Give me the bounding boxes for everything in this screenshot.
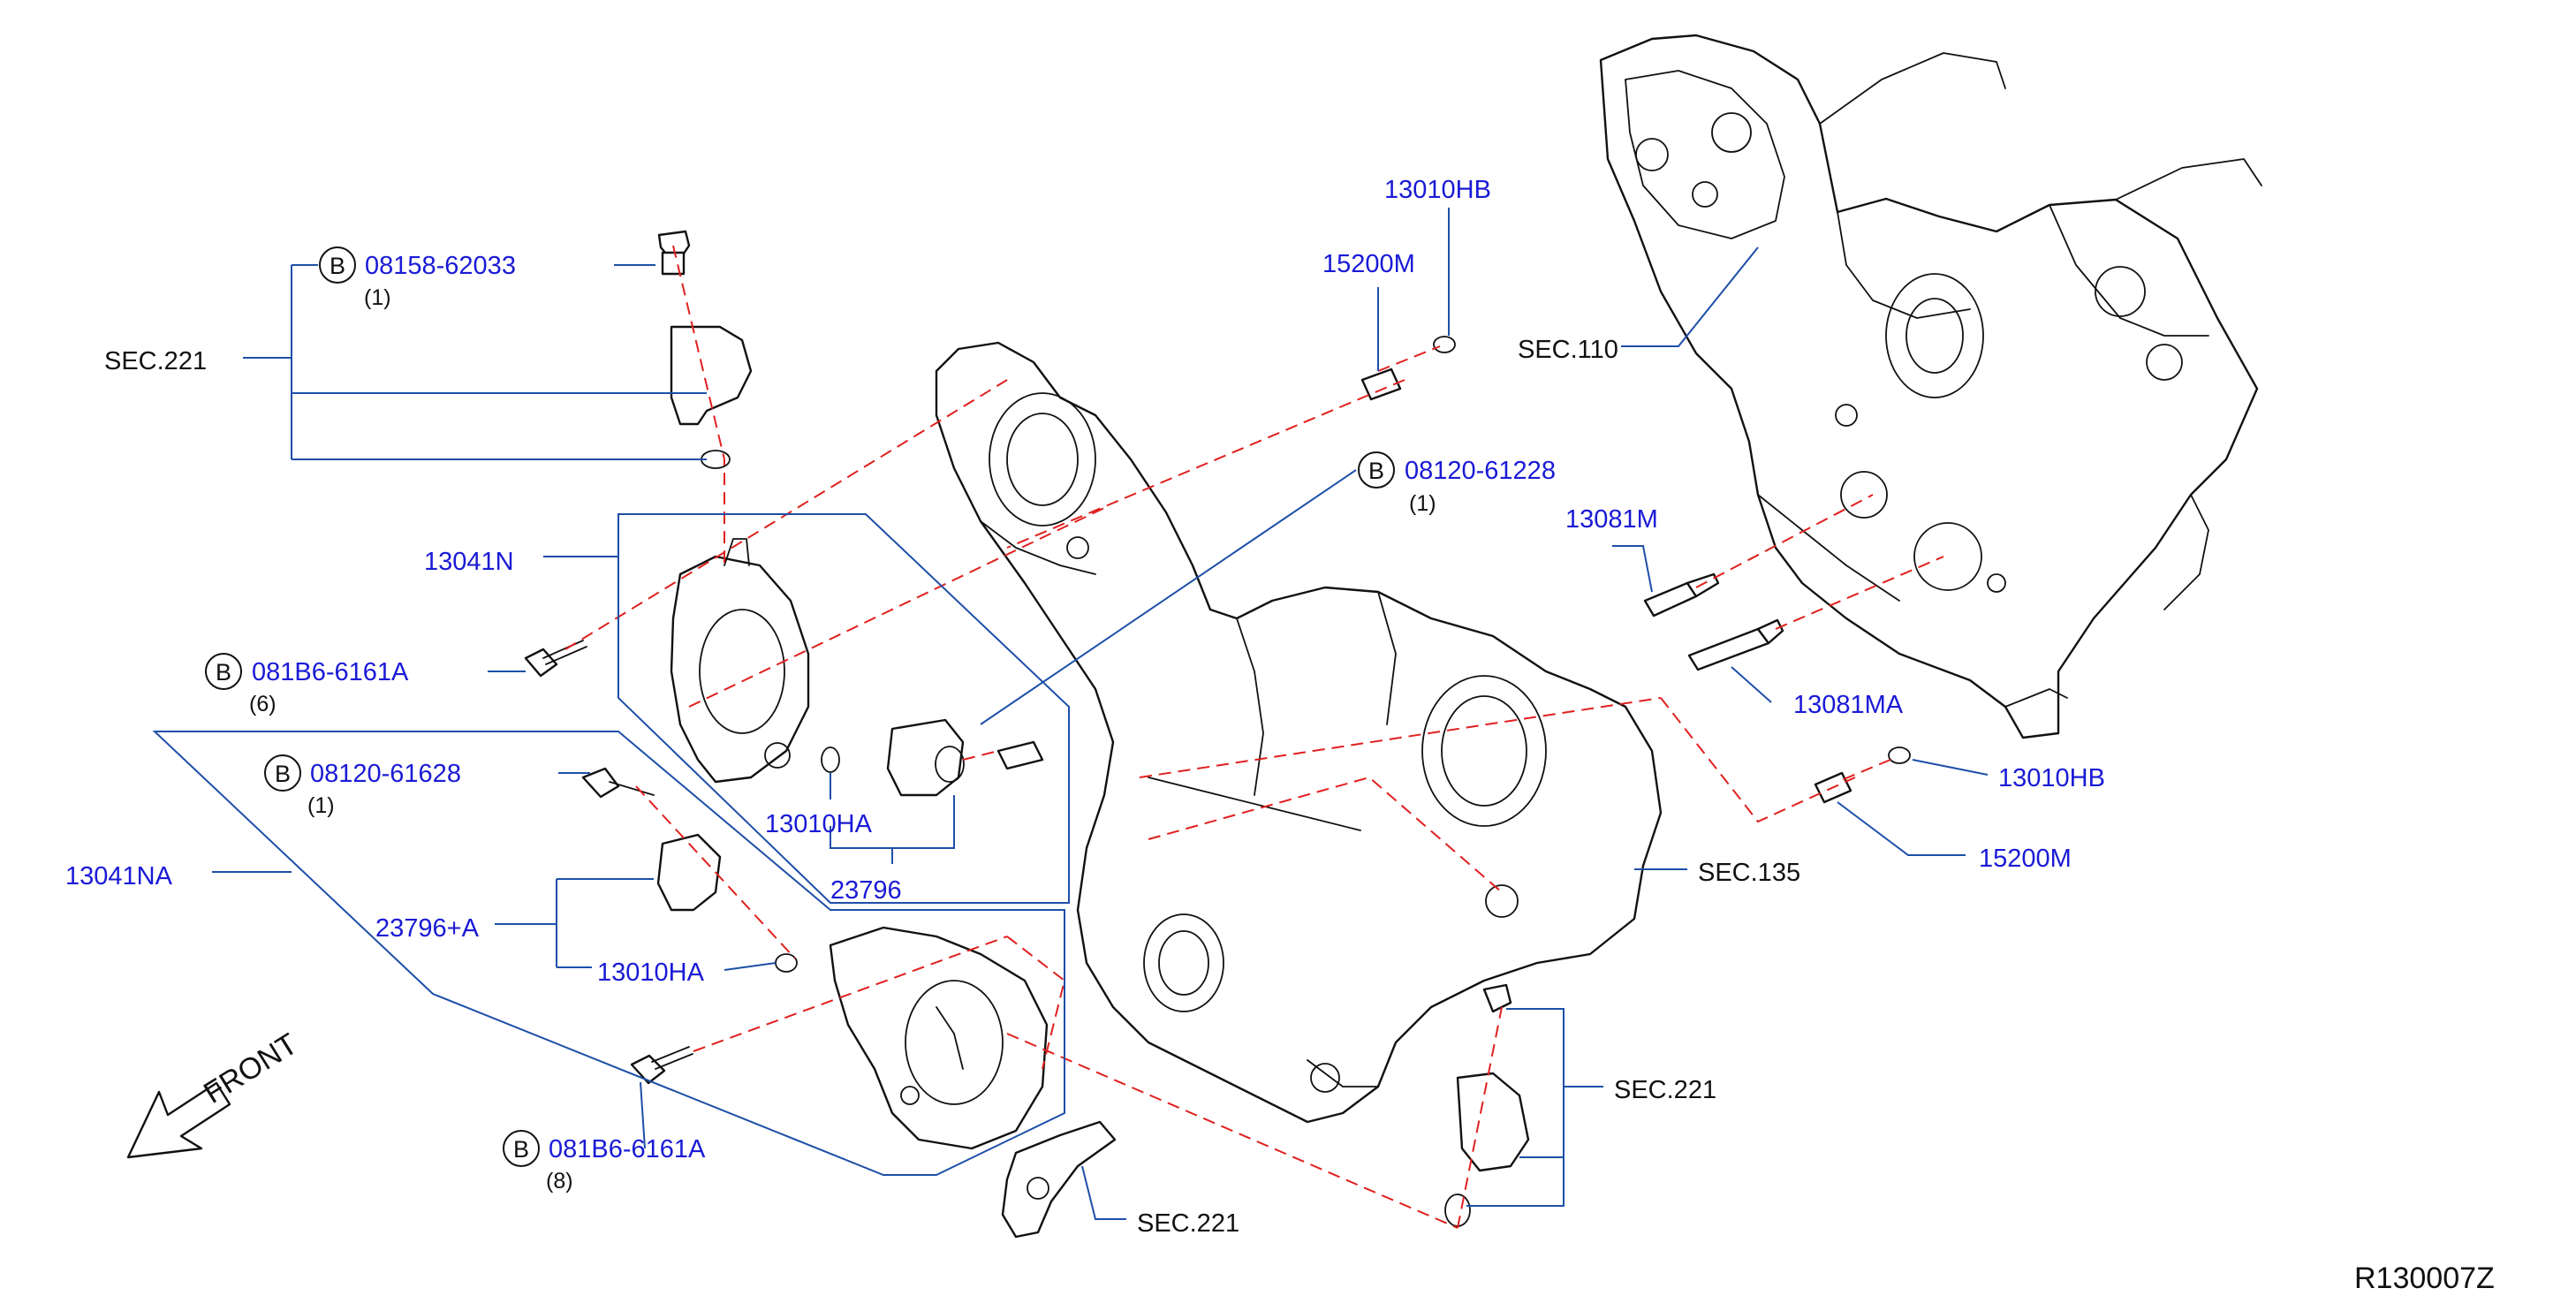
quantity-label: (1) [364,285,391,310]
part-number-labels: 13010HB 15200M 13041N 13010HA 23796 1304… [65,176,2105,987]
callout-08120-61628[interactable]: B 08120-61628 (1) [264,754,461,818]
assembly-dashed-lines [564,245,1944,1229]
timing-cover-drawing [935,341,1663,1124]
part-number-label[interactable]: 08120-61228 [1405,457,1556,485]
sec-221-left[interactable]: SEC.221 [104,347,207,375]
diagram-code: R130007Z [2354,1262,2495,1295]
sec-221-bottom[interactable]: SEC.221 [1137,1209,1239,1238]
part-13010HA-upper[interactable]: 13010HA [765,810,873,838]
part-13081MA[interactable]: 13081MA [1793,691,1904,719]
part-15200M-top[interactable]: 15200M [1322,250,1415,278]
part-13081M[interactable]: 13081M [1565,505,1658,534]
part-number-label[interactable]: 08120-61628 [310,760,461,788]
part-13010HA-lower[interactable]: 13010HA [597,959,705,987]
part-number-label[interactable]: 081B6-6161A [549,1135,706,1163]
bolt-upper-drawing [524,640,587,678]
front-label: FRONT [198,1027,303,1110]
crank-sensor-drawing [1001,1120,1117,1239]
part-13010HB-top[interactable]: 13010HB [1384,176,1491,204]
parts-illustration [126,34,2262,1239]
callout-081B6-6161A-six[interactable]: B 081B6-6161A (6) [205,653,409,716]
section-reference-labels: SEC.221 SEC.110 SEC.135 SEC.221 SEC.221 [104,336,1800,1238]
part-13041N[interactable]: 13041N [424,548,514,576]
plugs-drawing [1360,336,1911,804]
callout-081B6-6161A-eight[interactable]: B 081B6-6161A (8) [503,1130,706,1194]
sec-135[interactable]: SEC.135 [1698,859,1800,887]
solenoid-lower-drawing [581,767,798,973]
badge-letter: B [513,1136,529,1163]
sec-221-right[interactable]: SEC.221 [1614,1076,1716,1104]
part-15200M-right[interactable]: 15200M [1979,845,2072,873]
quantity-label: (1) [1409,491,1436,516]
quantity-label: (8) [546,1169,573,1194]
part-number-label[interactable]: 08158-62033 [365,252,516,280]
part-number-label[interactable]: 081B6-6161A [252,658,409,686]
cam-sensor-right-drawing [1444,983,1530,1227]
leader-lines [152,208,1989,1220]
badge-letter: B [216,659,231,686]
part-23796[interactable]: 23796 [830,876,902,905]
quantity-label: (6) [249,692,277,716]
sec-110[interactable]: SEC.110 [1518,336,1618,364]
dowel-pins-drawing [1643,572,1784,671]
badge-letter: B [275,761,291,787]
engine-block-drawing [1599,34,2262,739]
quantity-label: (1) [307,793,335,818]
badge-letter: B [330,253,345,279]
badge-letter: B [1368,458,1384,484]
callout-08120-61228[interactable]: B 08120-61228 (1) [1358,451,1556,516]
callout-08158-62033[interactable]: B 08158-62033 (1) [319,246,516,310]
cover-13041N-drawing [670,538,810,784]
cover-13041NA-drawing [829,926,1049,1150]
solenoid-upper-drawing [821,718,1044,797]
part-13041NA[interactable]: 13041NA [65,862,173,890]
part-13010HB-right[interactable]: 13010HB [1998,764,2105,792]
bolt-lower-drawing [630,1046,693,1085]
front-arrow-icon [126,1081,231,1159]
part-23796-plus-a[interactable]: 23796+A [375,914,480,943]
cam-sensor-upper-drawing [657,230,753,469]
